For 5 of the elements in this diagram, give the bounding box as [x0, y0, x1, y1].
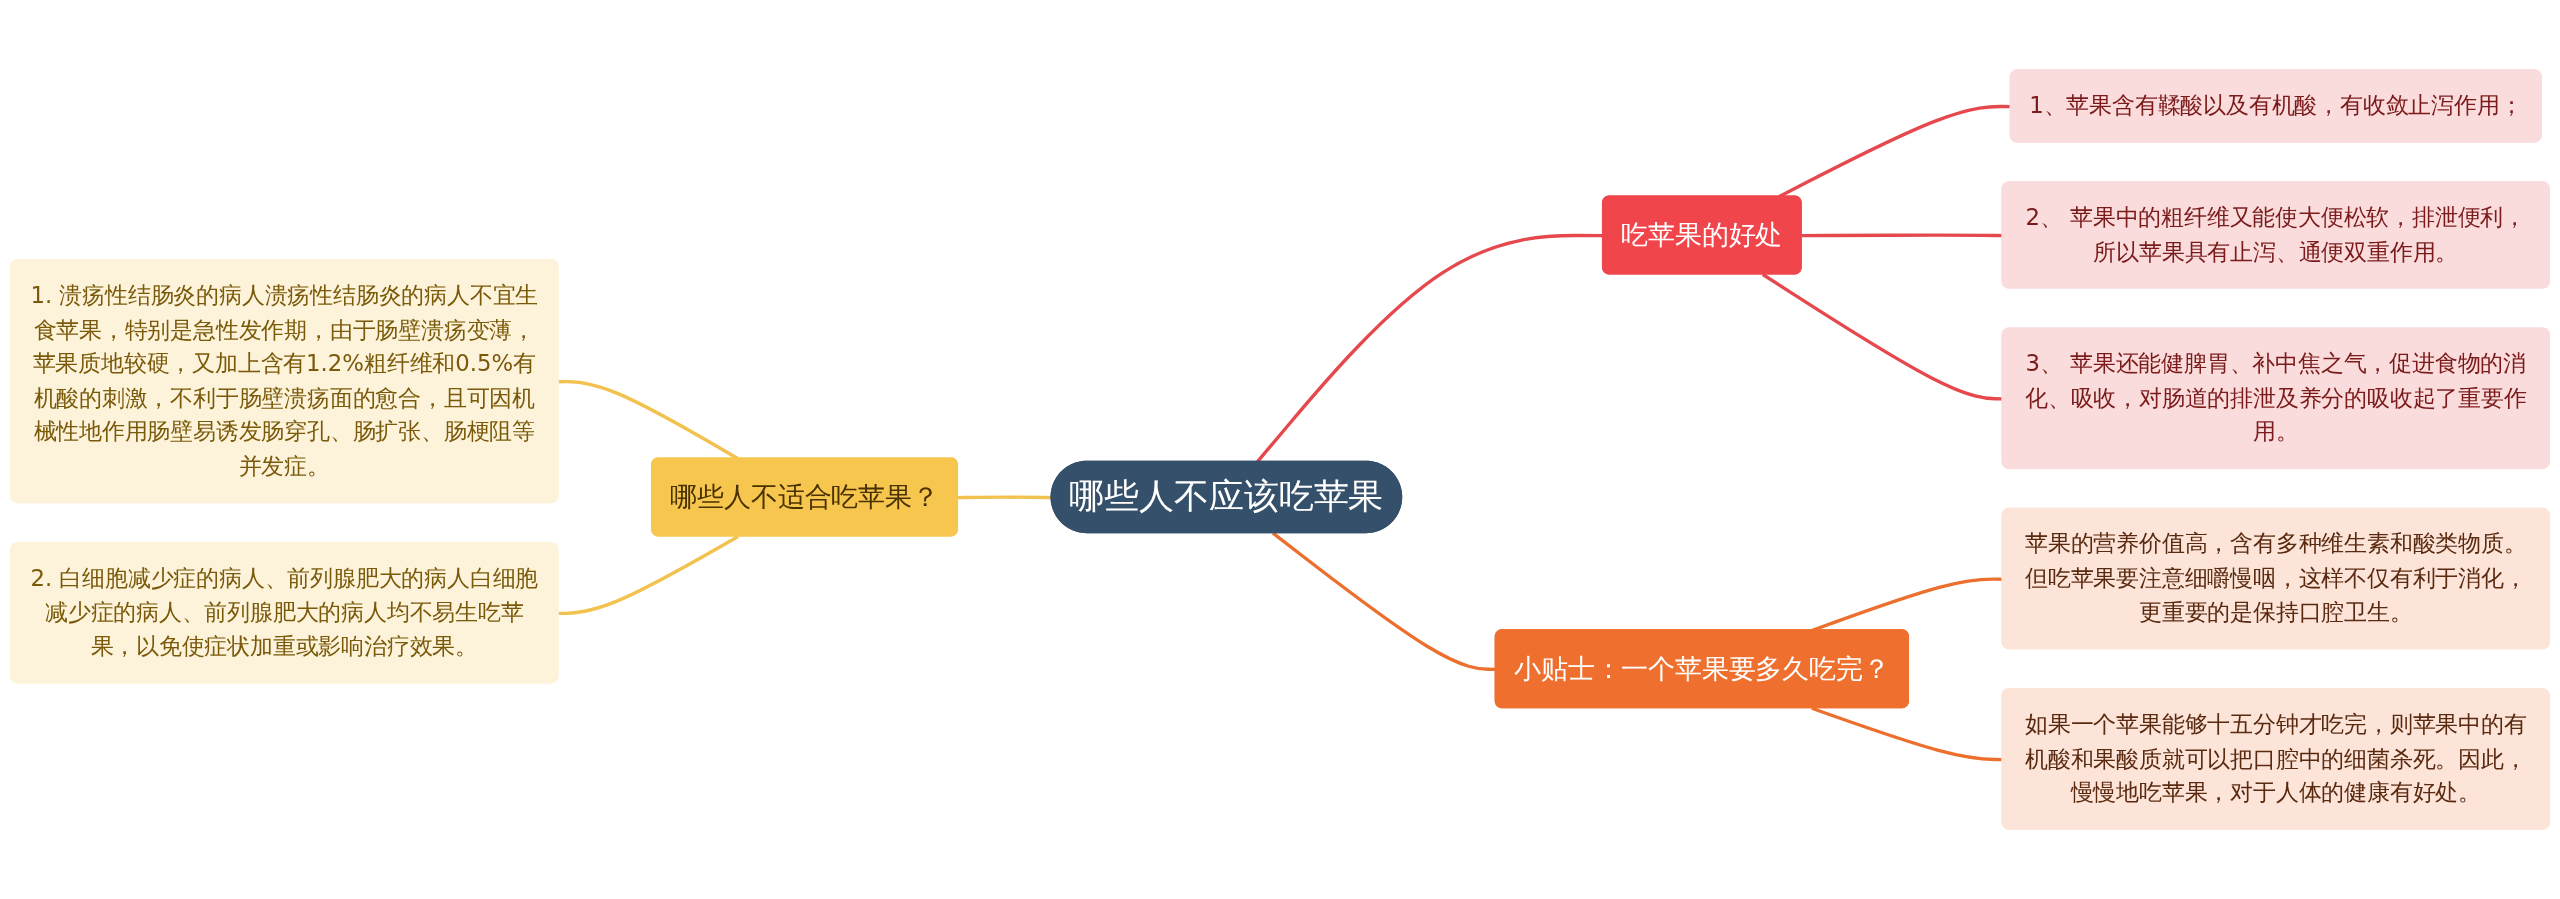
- connector: [1811, 706, 2003, 762]
- connector: [558, 535, 739, 616]
- connector: [1761, 273, 2003, 401]
- connector: [958, 495, 1052, 500]
- connector: [1801, 233, 2003, 238]
